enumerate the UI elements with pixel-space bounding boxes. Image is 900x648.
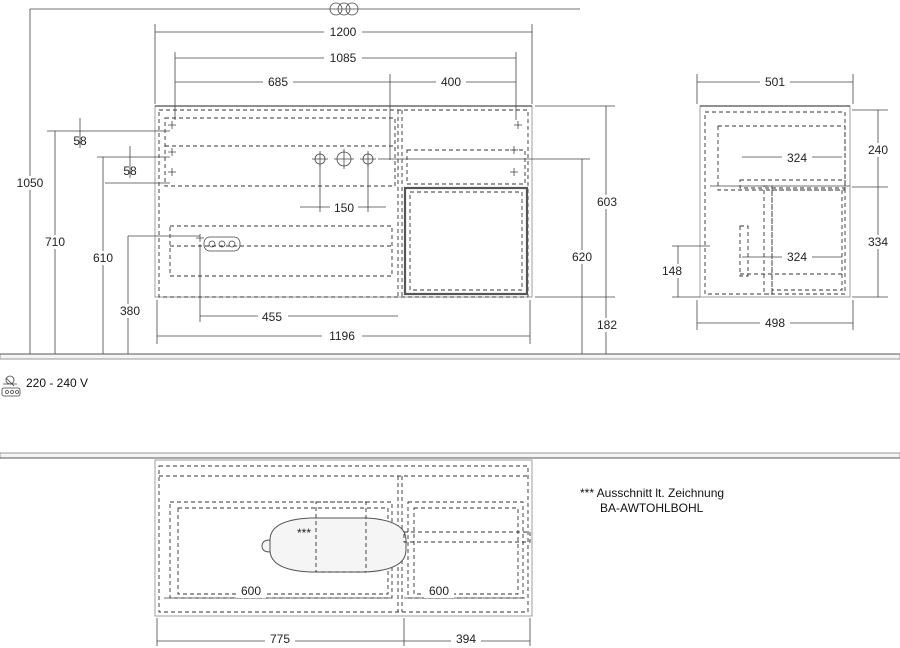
dim-depth-top: 501 — [765, 75, 785, 89]
power-supply-icon — [1, 375, 21, 397]
basin-cutout — [269, 517, 407, 573]
dim-height-610: 610 — [93, 251, 113, 265]
dim-right-603: 603 — [597, 195, 617, 209]
floor-line-upper — [0, 353, 900, 360]
socket-icon — [196, 234, 241, 252]
dim-height-334: 334 — [868, 235, 888, 249]
dim-tap-spacing: 150 — [334, 201, 354, 215]
cutout-note-line1: *** Ausschnitt lt. Zeichnung — [580, 486, 724, 500]
dim-top-offset-2: 58 — [123, 164, 137, 178]
dim-height-710: 710 — [45, 235, 65, 249]
dim-drawer-depth-lower: 324 — [787, 250, 807, 264]
cutout-mark: *** — [297, 526, 311, 540]
dim-bottom-width: 1196 — [329, 329, 355, 343]
dim-right-620: 620 — [572, 250, 592, 264]
dim-right-182: 182 — [597, 318, 617, 332]
dim-overall-width: 1200 — [330, 25, 357, 39]
cutout-note-line2: BA-AWTOHLBOHL — [600, 501, 704, 515]
floor-line-lower — [0, 452, 900, 459]
top-view: *** 600 600 775 394 — [154, 459, 533, 646]
front-view: 1200 1085 685 400 58 58 150 1050 — [12, 9, 622, 354]
dim-left-width: 775 — [270, 632, 290, 646]
dim-height-1050: 1050 — [17, 176, 44, 190]
dim-inner-width: 1085 — [330, 51, 357, 65]
dim-left-inner: 600 — [241, 584, 261, 598]
dim-socket-offset: 455 — [262, 310, 282, 324]
dim-left-section: 685 — [268, 75, 288, 89]
side-view: 501 324 324 240 334 148 498 — [658, 74, 894, 330]
tap-hole-icon — [312, 149, 376, 169]
dim-top-offset-1: 58 — [73, 134, 87, 148]
rings-symbol-icon — [30, 2, 580, 16]
dim-right-section: 400 — [441, 75, 461, 89]
dim-right-inner: 600 — [429, 584, 449, 598]
dim-height-148: 148 — [662, 264, 682, 278]
dim-drawer-depth-upper: 324 — [787, 151, 807, 165]
dim-height-240: 240 — [868, 143, 888, 157]
power-voltage-label: 220 - 240 V — [26, 376, 88, 390]
dim-height-380: 380 — [120, 304, 140, 318]
dim-right-width: 394 — [456, 632, 476, 646]
dim-depth-bottom: 498 — [765, 316, 785, 330]
